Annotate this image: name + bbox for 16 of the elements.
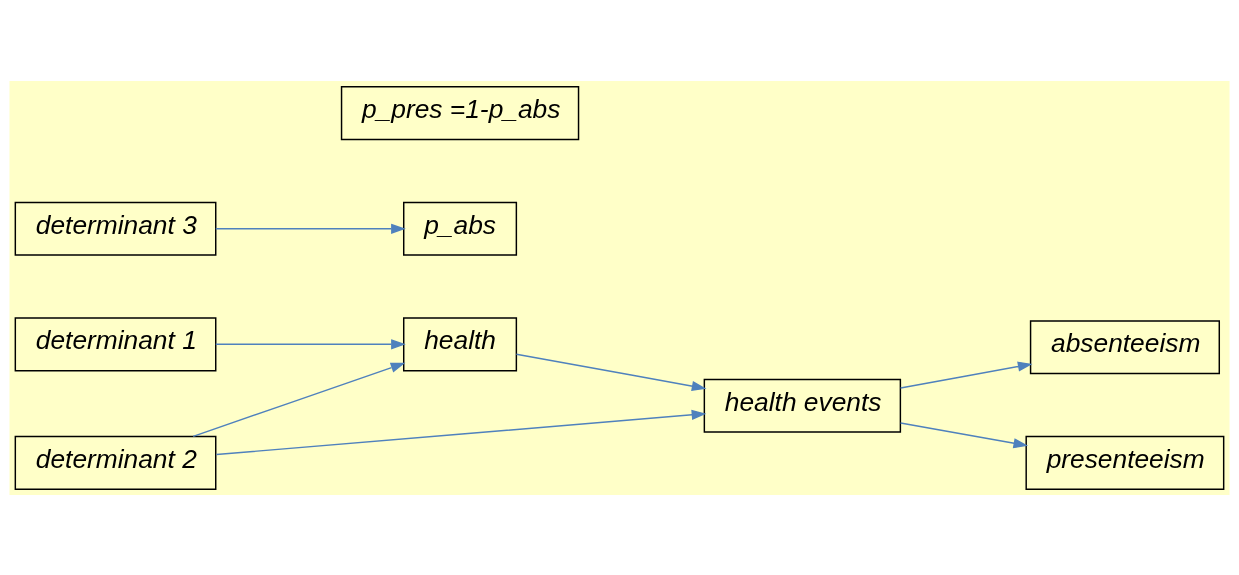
arrow: [899, 361, 1033, 389]
node-box: health events: [703, 378, 902, 433]
node-box: determinant 3: [14, 201, 217, 256]
node-box: determinant 2: [14, 435, 217, 490]
node-box: p_pres =1-p_abs: [340, 85, 580, 140]
arrow: [215, 338, 406, 349]
arrow: [215, 409, 707, 455]
node-box: determinant 1: [14, 316, 217, 371]
arrow: [899, 421, 1029, 448]
node-box: health: [403, 316, 518, 371]
arrow: [515, 353, 707, 391]
node-box: p_abs: [403, 201, 518, 256]
arrow: [192, 362, 406, 437]
node-box: presenteeism: [1025, 435, 1225, 490]
arrow: [215, 223, 406, 234]
node-box: absenteeism: [1029, 319, 1220, 374]
